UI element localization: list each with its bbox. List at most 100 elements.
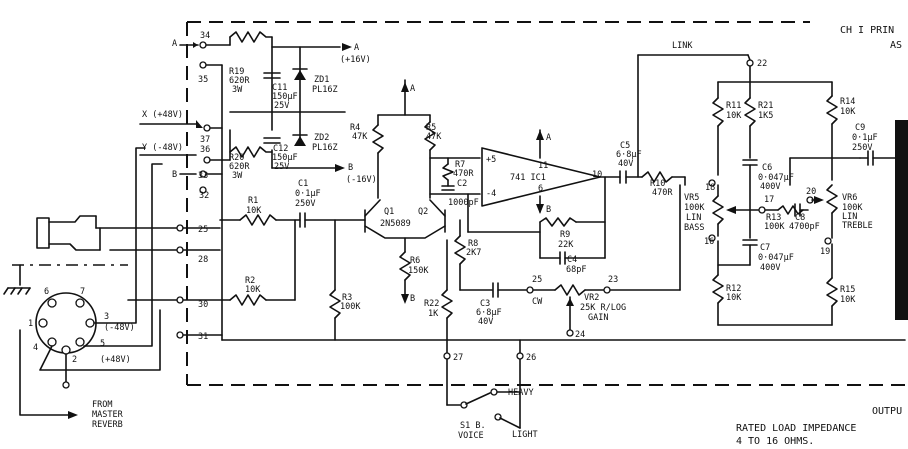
zd2-type: PL16Z: [312, 143, 338, 153]
r6-value: 150K: [408, 266, 429, 276]
pin-22: 22: [757, 59, 767, 69]
vr6-role: TREBLE: [842, 221, 873, 231]
r6-name: R6: [410, 256, 420, 266]
c2-value: 1000pF: [448, 198, 479, 208]
switch-name-2: VOICE: [458, 431, 484, 441]
pin-20: 20: [806, 187, 816, 197]
q2-name: Q2: [418, 207, 428, 217]
from-master-2: MASTER: [92, 410, 124, 420]
r1-value: 10K: [246, 206, 262, 216]
label-a-out: A: [354, 43, 359, 53]
c7-name: C7: [760, 243, 770, 253]
r10-name: R10: [650, 179, 665, 189]
c8-name: C8: [795, 213, 805, 223]
vr2-name: VR2: [584, 293, 599, 303]
c5-value: 6·8μF: [616, 150, 642, 160]
r10-value: 470R: [652, 188, 673, 198]
vr2-role: GAIN: [588, 313, 608, 323]
q1-name: Q1: [384, 207, 394, 217]
preamp-stage: A R4 47K R5 47K R7 470R C2 1000pF Q1 Q2 …: [350, 79, 681, 441]
zd2-name: ZD2: [314, 133, 329, 143]
c9-name: C9: [855, 123, 865, 133]
c7-voltage: 400V: [760, 263, 780, 273]
r13-name: R13: [766, 213, 781, 223]
vr5-name: VR5: [684, 193, 699, 203]
pin-31: 31: [198, 332, 208, 342]
output-label: OUTPU: [872, 406, 902, 417]
r9-value: 22K: [558, 240, 574, 250]
r3-name: R3: [342, 293, 352, 303]
opamp-minus: -4: [486, 189, 496, 199]
c12-value: 150μF: [272, 153, 298, 163]
pin-37: 37: [200, 135, 210, 145]
din-pin-3: 3: [104, 312, 109, 322]
vr6-value: 100K: [842, 203, 863, 213]
r19-name: R19: [229, 67, 244, 77]
c6-name: C6: [762, 163, 772, 173]
r1-name: R1: [248, 196, 258, 206]
r7-name: R7: [455, 160, 465, 170]
pin-34: 34: [200, 31, 210, 41]
pin-32: 32: [199, 191, 209, 201]
c12-name: C12: [273, 144, 288, 154]
label-a-input: A: [172, 39, 177, 49]
sheet-title-2: AS: [890, 40, 902, 51]
r21-value: 1K5: [758, 111, 773, 121]
r22-name: R22: [424, 299, 439, 309]
pin-28: 28: [198, 255, 208, 265]
din-pin-5: 5: [100, 339, 105, 349]
din-pin-1: 1: [28, 319, 33, 329]
switch-name: S1 B.: [460, 421, 486, 431]
switch-light: LIGHT: [512, 430, 538, 440]
r20-power: 3W: [232, 171, 243, 181]
c11-value: 150μF: [272, 92, 298, 102]
impedance-range: 4 TO 16 OHMS.: [736, 436, 814, 447]
r8-value: 2K7: [466, 248, 481, 258]
din-pin-6: 6: [44, 287, 49, 297]
zd1-name: ZD1: [314, 75, 329, 85]
c12-voltage: 25V: [274, 162, 289, 172]
opamp-pin-10: 10: [592, 170, 602, 180]
v-plus48: (+48V): [100, 355, 131, 365]
input-stage: 30 31 R2 10K R1 10K C1 0·1μF 250V R3 100…: [127, 179, 906, 342]
din-pin-7: 7: [80, 287, 85, 297]
pin-19: 19: [820, 247, 830, 257]
r20-name: R20: [229, 153, 244, 163]
r4-value: 47K: [352, 132, 368, 142]
label-b-bottom: B: [410, 294, 415, 304]
label-b-tag: B: [172, 170, 177, 180]
r9-name: R9: [560, 230, 570, 240]
r5-value: 47K: [426, 132, 442, 142]
vr6-name: VR6: [842, 193, 857, 203]
pin-18: 18: [705, 183, 715, 193]
input-section: 25 28 6 7 3 1 5 4 2 (+48V) (-48V): [3, 147, 221, 430]
c8-value: 4700pF: [789, 222, 820, 232]
c1-name: C1: [298, 179, 308, 189]
c11-name: C11: [272, 83, 287, 93]
power-supply-section: A 34 35 R19 620R 3W A (+16V) C11 150μF 2…: [139, 31, 377, 341]
c6-value: 0·047μF: [758, 173, 794, 183]
label-cw: CW: [532, 297, 543, 307]
r21-name: R21: [758, 101, 773, 111]
r5-name: R5: [426, 123, 436, 133]
vr5-taper: LIN: [686, 213, 701, 223]
pin-24: 24: [575, 330, 585, 340]
pin-25-gain: 25: [532, 275, 542, 285]
r12-value: 10K: [726, 293, 742, 303]
c1-voltage: 250V: [295, 199, 315, 209]
din-pin-4: 4: [33, 343, 38, 353]
vr6-taper: LIN: [842, 212, 857, 222]
pin-16: 16: [704, 237, 714, 247]
pin-26: 26: [526, 353, 536, 363]
label-plus16v: (+16V): [340, 55, 371, 65]
label-a-top: A: [410, 84, 415, 94]
pcb-outline: [186, 21, 905, 386]
c4-name: C4: [567, 255, 577, 265]
link-label: LINK: [672, 41, 693, 51]
label-minus16v: (-16V): [346, 175, 377, 185]
r22-value: 1K: [428, 309, 439, 319]
r15-value: 10K: [840, 295, 856, 305]
label-b-out: B: [348, 163, 353, 173]
c9-value: 0·1μF: [852, 133, 878, 143]
